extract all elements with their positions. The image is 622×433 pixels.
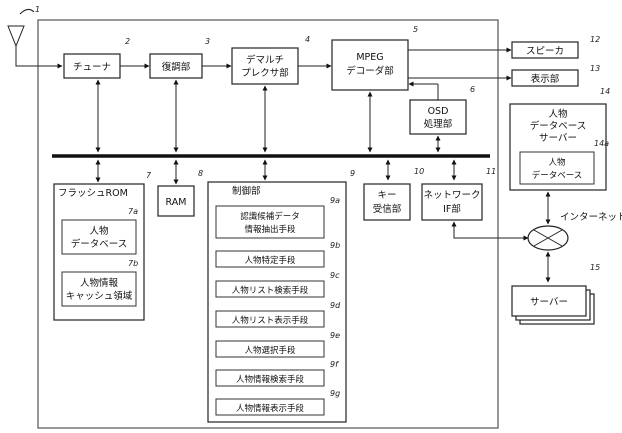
servers-block: サーバー 15	[512, 263, 600, 324]
control-unit-label: 情報抽出手段	[244, 224, 296, 235]
svg-text:サーバー: サーバー	[530, 297, 568, 308]
control-unit-ref: 9f	[330, 360, 339, 369]
svg-text:IF部: IF部	[443, 203, 461, 215]
control-unit-label: 人物情報検索手段	[236, 374, 305, 385]
svg-text:14: 14	[600, 87, 610, 96]
svg-text:12: 12	[590, 35, 600, 44]
control-unit-label: 人物情報表示手段	[236, 403, 305, 414]
antenna-ref: 1	[35, 5, 40, 14]
svg-text:13: 13	[590, 64, 600, 73]
display-block: 表示部 13	[512, 64, 600, 86]
svg-text:6: 6	[470, 85, 475, 94]
svg-text:デマルチ: デマルチ	[246, 54, 284, 66]
tuner-label: チューナ	[73, 62, 111, 73]
person-database-server-block: 人物 データベース サーバー 14 人物 データベース 14a	[510, 87, 610, 190]
svg-text:キー: キー	[377, 190, 396, 201]
control-unit-label: 人物選択手段	[244, 345, 296, 356]
internet-icon: インターネット	[528, 212, 622, 250]
svg-text:表示部: 表示部	[531, 73, 560, 85]
svg-text:14a: 14a	[594, 139, 609, 148]
svg-text:5: 5	[413, 25, 418, 34]
svg-text:8: 8	[198, 169, 203, 178]
svg-text:フラッシュROM: フラッシュROM	[58, 188, 128, 199]
flash-rom-block: フラッシュROM 7 人物 データベース 7a 人物情報 キャッシュ領域 7b	[54, 171, 152, 320]
svg-text:キャッシュ領域: キャッシュ領域	[66, 290, 133, 302]
svg-text:RAM: RAM	[166, 197, 187, 208]
internet-label: インターネット	[560, 212, 622, 223]
svg-text:3: 3	[205, 37, 210, 46]
svg-text:10: 10	[414, 167, 424, 176]
svg-text:処理部: 処理部	[424, 118, 453, 130]
svg-text:OSD: OSD	[428, 106, 449, 117]
svg-text:7a: 7a	[128, 207, 138, 216]
svg-text:7b: 7b	[128, 259, 138, 268]
svg-text:人物: 人物	[548, 157, 566, 168]
control-unit-label: 人物特定手段	[244, 255, 296, 266]
svg-text:データベース: データベース	[71, 238, 128, 250]
svg-text:人物: 人物	[89, 225, 109, 237]
control-unit-label: 人物リスト検索手段	[232, 285, 309, 296]
svg-text:人物情報: 人物情報	[80, 277, 119, 289]
svg-text:スピーカ: スピーカ	[526, 46, 564, 57]
control-unit-ref: 9a	[330, 196, 340, 205]
svg-text:9: 9	[350, 169, 355, 178]
svg-text:デコーダ部: デコーダ部	[346, 65, 394, 77]
svg-text:2: 2	[125, 37, 130, 46]
svg-text:データベース: データベース	[532, 170, 583, 181]
svg-text:受信部: 受信部	[373, 203, 402, 215]
svg-text:15: 15	[590, 263, 600, 272]
svg-text:11: 11	[486, 167, 496, 176]
svg-text:データベース: データベース	[530, 120, 587, 132]
svg-text:プレクサ部: プレクサ部	[241, 67, 289, 79]
svg-text:ネットワーク: ネットワーク	[423, 190, 480, 201]
control-unit-label: 認識候補データ	[240, 211, 300, 222]
control-unit-ref: 9e	[330, 331, 340, 340]
control-unit-ref: 9c	[330, 271, 340, 280]
control-unit-ref: 9d	[330, 301, 341, 310]
control-unit-ref: 9b	[330, 241, 340, 250]
svg-text:サーバー: サーバー	[539, 133, 577, 144]
speaker-block: スピーカ 12	[512, 35, 600, 58]
control-unit-label: 人物リスト表示手段	[232, 315, 309, 326]
svg-text:人物: 人物	[548, 108, 568, 120]
svg-text:4: 4	[305, 35, 310, 44]
demodulator-label: 復調部	[162, 61, 191, 73]
control-unit-ref: 9g	[330, 389, 340, 398]
svg-text:制御部: 制御部	[232, 185, 261, 197]
svg-text:MPEG: MPEG	[356, 52, 383, 63]
